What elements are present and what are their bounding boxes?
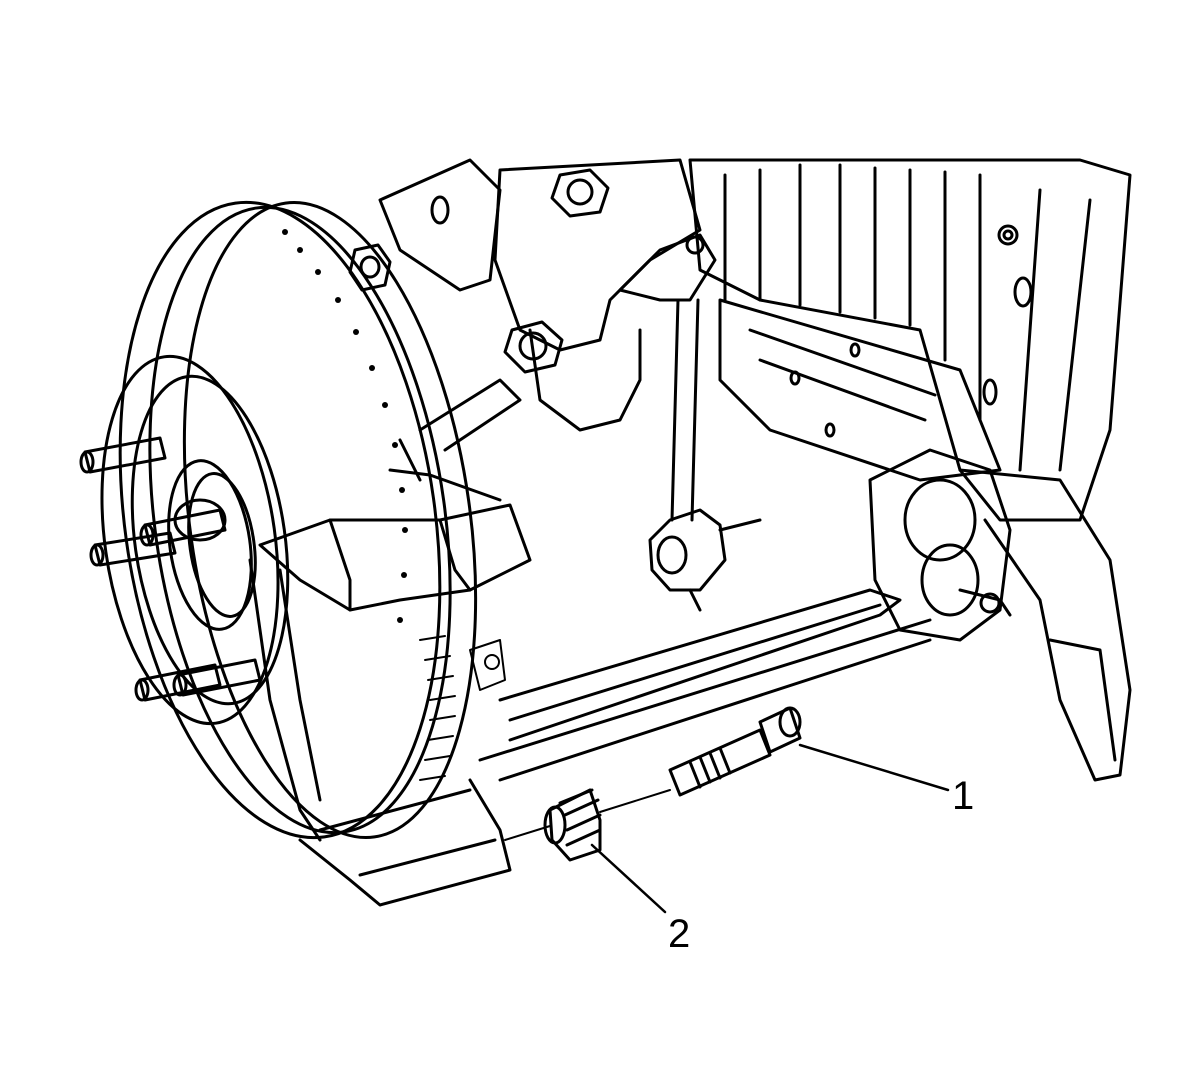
callout-leader-1: [798, 743, 950, 792]
callout-label-1: 1: [952, 774, 975, 818]
upper-control-arm: [378, 158, 702, 452]
rotor-vanes: [419, 635, 506, 781]
bushing-assembly: [868, 448, 1012, 642]
alignment-line: [504, 789, 671, 841]
vehicle-frame: [688, 158, 1132, 782]
wheel-studs: [79, 436, 262, 702]
callout-leader-2: [590, 843, 667, 914]
crossmember: [718, 298, 1002, 482]
lower-control-arm: [478, 588, 932, 782]
caliper-bracket: [248, 438, 532, 907]
callout-label-2: 2: [668, 912, 691, 956]
bolt: [668, 706, 802, 797]
arm-nuts: [348, 168, 610, 374]
stabilizer-link: [618, 233, 762, 612]
bushing: [543, 788, 602, 862]
wheel-hub: [100, 354, 290, 726]
